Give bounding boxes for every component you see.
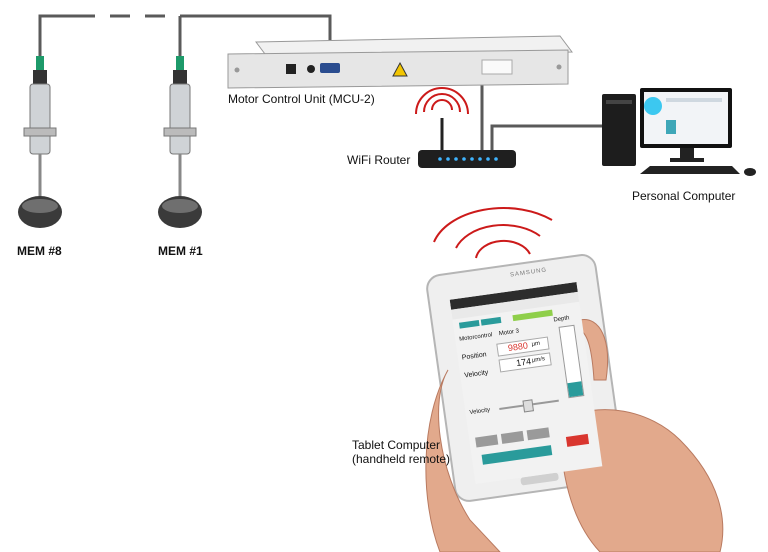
depth-label: Depth xyxy=(553,315,570,323)
motorcontrol-title: Motorcontrol xyxy=(459,332,493,343)
velocity-unit: µm/s xyxy=(532,356,546,364)
velocity-value: 174 xyxy=(515,356,531,368)
router-pc-cable xyxy=(492,126,602,150)
mem1-device xyxy=(158,56,202,228)
velocity-slider-track[interactable] xyxy=(499,400,559,410)
tablet-progress xyxy=(512,310,552,322)
tablet-tab-1[interactable] xyxy=(459,320,480,329)
router-label: WiFi Router xyxy=(347,153,410,167)
mem1-label: MEM #1 xyxy=(158,244,203,258)
backward-button[interactable] xyxy=(501,431,524,444)
position-label: Position xyxy=(461,351,487,361)
pc-label: Personal Computer xyxy=(632,189,735,203)
depth-gauge xyxy=(559,325,585,399)
mem8-label: MEM #8 xyxy=(17,244,62,258)
tablet-label-line1: Tablet Computer xyxy=(352,438,440,452)
position-value: 9880 xyxy=(507,340,528,353)
mem8-cable xyxy=(40,16,95,58)
position-unit: µm xyxy=(531,341,540,348)
tablet-tab-2[interactable] xyxy=(481,317,502,326)
mcu-label: Motor Control Unit (MCU-2) xyxy=(228,92,375,106)
stop-button[interactable] xyxy=(527,427,550,440)
mem8-device xyxy=(18,56,62,228)
forward-button[interactable] xyxy=(475,435,498,448)
tablet-label-line2: (handheld remote) xyxy=(352,452,450,466)
velocity-label: Velocity xyxy=(464,369,489,379)
depth-gauge-fill xyxy=(567,381,583,397)
velocity-slider-label: Velocity xyxy=(469,407,490,416)
mcu-rack-unit xyxy=(228,36,572,88)
personal-computer xyxy=(602,88,756,176)
velocity-slider-thumb[interactable] xyxy=(522,399,534,412)
home-button[interactable] xyxy=(482,445,553,465)
router-wifi-arcs xyxy=(416,88,468,114)
tablet-wifi-arcs xyxy=(434,208,552,258)
emergency-button[interactable] xyxy=(566,434,589,447)
motor-name: Motor 3 xyxy=(499,328,520,337)
mem1-cable xyxy=(180,16,330,40)
tablet-screen: Motorcontrol Motor 3 Depth Position 9880… xyxy=(450,282,603,484)
